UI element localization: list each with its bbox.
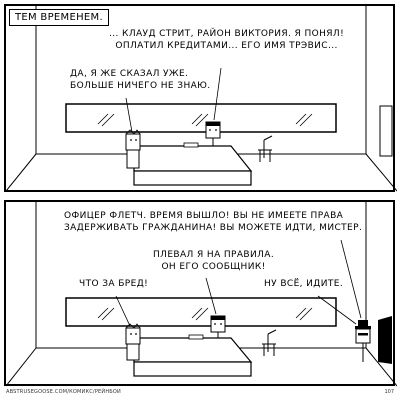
chair: [267, 329, 277, 335]
speech-officer-line-2: ОН ЕГО СООБЩНИК!: [161, 262, 266, 272]
caption-meanwhile: ТЕМ ВРЕМЕНЕМ.: [9, 9, 109, 26]
table-top: [133, 145, 253, 172]
visitor-hat: [358, 320, 368, 327]
suspect-body: [126, 343, 140, 361]
speech-suspect: ЧТО ЗА БРЕД!: [79, 279, 149, 289]
site-credit: ABSTRUSEGOOSE.COM/КОМИКС/РЕЙНБОИ: [6, 389, 121, 395]
visitor-sunglasses: [358, 333, 368, 336]
door: [379, 105, 393, 157]
suspect-head: [125, 133, 141, 151]
panel-2-drawing: [6, 202, 397, 387]
speech-tail-officer: [213, 67, 222, 121]
comic-panel-1: ТЕМ ВРЕМЕНЕМ. ... КЛАУД СТРИТ, РАЙОН ВИК…: [4, 4, 397, 192]
visitor-hat-brim: [355, 326, 371, 329]
visitor-head: [355, 328, 371, 344]
speech-visitor-line-1: ОФИЦЕР ФЛЕТЧ. ВРЕМЯ ВЫШЛО! ВЫ НЕ ИМЕЕТЕ …: [64, 211, 344, 221]
chair: [263, 135, 273, 141]
table-front: [133, 361, 252, 377]
speech-officer: ПЛЕВАЛ Я НА ПРАВИЛА. ОН ЕГО СООБЩНИК!: [153, 249, 274, 273]
speech-visitor: ОФИЦЕР ФЛЕТЧ. ВРЕМЯ ВЫШЛО! ВЫ НЕ ИМЕЕТЕ …: [64, 210, 362, 234]
page-number: 107: [384, 389, 394, 395]
floor-edge-left: [6, 153, 37, 192]
speech-officer-line-1: ПЛЕВАЛ Я НА ПРАВИЛА.: [153, 250, 275, 260]
table-top: [133, 337, 253, 363]
table-front: [133, 170, 252, 186]
speech-visitor-line-2: ЗАДЕРЖИВАТЬ ГРАЖДАНИНА! ВЫ МОЖЕТЕ ИДТИ, …: [64, 223, 363, 233]
comic-panel-2: ОФИЦЕР ФЛЕТЧ. ВРЕМЯ ВЫШЛО! ВЫ НЕ ИМЕЕТЕ …: [4, 200, 397, 387]
mirror-window: [65, 297, 337, 327]
speech-officer-line-1: ... КЛАУД СТРИТ, РАЙОН ВИКТОРИЯ. Я ПОНЯЛ…: [109, 29, 345, 39]
mirror-window: [65, 103, 337, 133]
speech-officer-line-2: ОПЛАТИЛ КРЕДИТАМИ... ЕГО ИМЯ ТРЭВИС...: [115, 41, 338, 51]
speech-suspect-line-1: ДА, Я ЖЕ СКАЗАЛ УЖЕ.: [70, 69, 189, 79]
suspect-head: [125, 327, 141, 345]
speech-tail-suspect: [125, 97, 133, 133]
speech-suspect: ДА, Я ЖЕ СКАЗАЛ УЖЕ. БОЛЬШЕ НИЧЕГО НЕ ЗН…: [70, 68, 211, 92]
speech-suspect-line-2: БОЛЬШЕ НИЧЕГО НЕ ЗНАЮ.: [70, 81, 211, 91]
panel-1-drawing: [6, 6, 397, 192]
papers: [188, 334, 204, 340]
floor-edge-right: [365, 153, 397, 192]
open-door: [378, 316, 392, 364]
speech-visitor-short: НУ ВСЁ, ИДИТЕ.: [264, 279, 344, 289]
suspect-body: [126, 149, 140, 169]
speech-officer: ... КЛАУД СТРИТ, РАЙОН ВИКТОРИЯ. Я ПОНЯЛ…: [109, 28, 344, 52]
papers: [183, 142, 199, 148]
